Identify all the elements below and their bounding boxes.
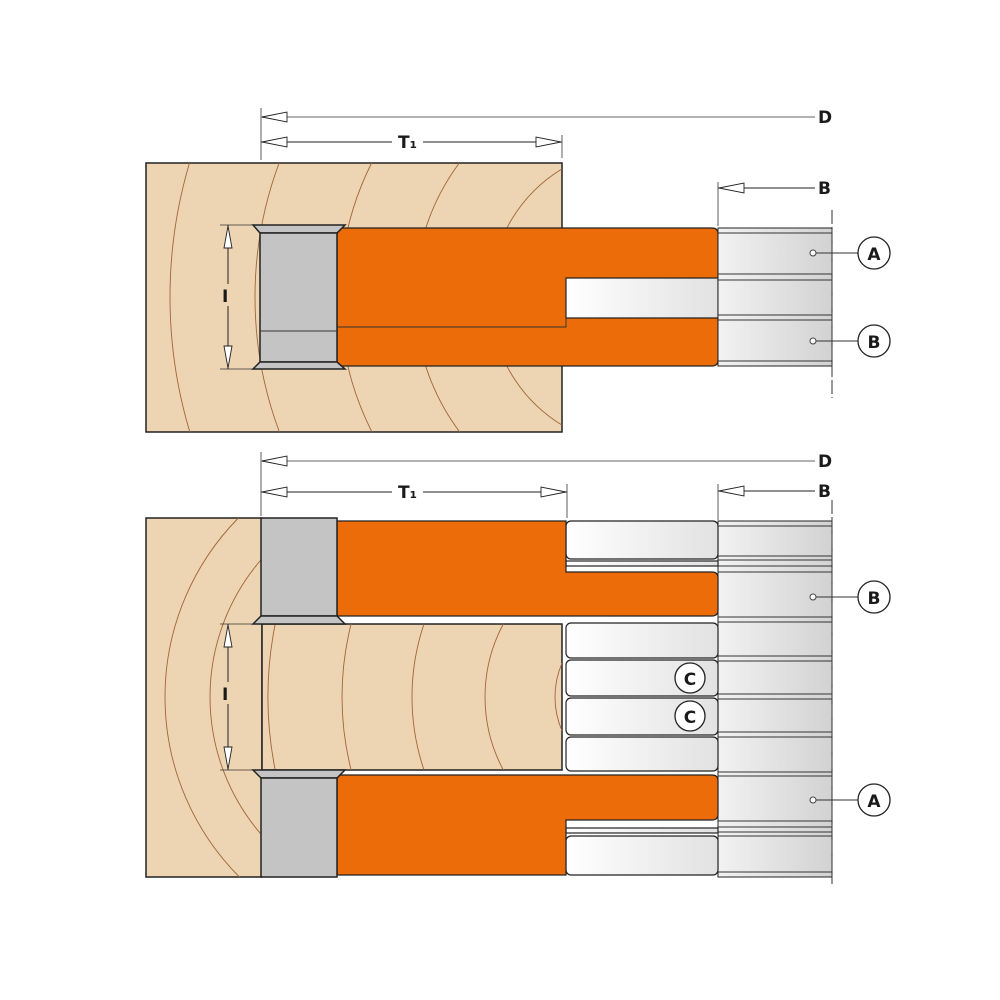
cutter-upper [336, 520, 719, 617]
label-t1: T₁ [398, 483, 417, 503]
label-i: I [222, 685, 228, 705]
callout-c-1: C [674, 662, 706, 694]
arrow-icon [261, 136, 288, 148]
bearing [251, 224, 347, 370]
arrow-icon [718, 182, 745, 194]
top-assembly: D T₁ B I [145, 108, 891, 433]
bearing-lower [251, 769, 347, 878]
label-b: B [818, 179, 831, 199]
cutter-body [336, 227, 719, 367]
arrow-icon [223, 746, 233, 770]
wood-grain [554, 663, 563, 731]
dimension-t1: T₁ [261, 483, 568, 518]
label-t1: T₁ [398, 133, 417, 153]
arrow-icon [223, 624, 233, 648]
arrow-icon [718, 485, 745, 497]
wood-grain [169, 162, 191, 433]
wood-grain [209, 558, 263, 836]
wood-grain [164, 517, 240, 878]
callout-c-2: C [674, 700, 706, 732]
arrow-icon [261, 486, 288, 498]
workpiece-wood [145, 517, 563, 878]
dimension-i: I [220, 623, 262, 771]
arrow-icon [223, 345, 233, 369]
label-i: I [222, 287, 228, 307]
wood-grain [341, 623, 352, 771]
arrow-icon [261, 111, 288, 123]
callout-b: B [809, 580, 891, 614]
dimension-b: B [717, 179, 831, 226]
arrow-icon [540, 486, 567, 498]
callout-label: B [868, 589, 881, 609]
arrow-icon [261, 455, 288, 467]
callout-label: C [684, 670, 696, 690]
callout-label: A [867, 245, 881, 265]
dimension-d: D [260, 108, 832, 160]
callout-b: B [809, 324, 891, 358]
arbor-shaft [717, 520, 833, 878]
bottom-assembly: D T₁ B I [145, 452, 891, 884]
wood-grain [267, 623, 276, 771]
callout-a: A [809, 236, 891, 270]
wood-grain [484, 623, 504, 771]
callout-label: B [868, 333, 881, 353]
cutter-lower [336, 774, 719, 876]
arrow-icon [535, 136, 562, 148]
arrow-icon [223, 225, 233, 249]
bearing-upper [251, 517, 347, 625]
dimension-i: I [220, 224, 256, 370]
label-b: B [818, 482, 831, 502]
dimension-b: B [717, 482, 831, 520]
slot [565, 277, 719, 319]
arbor-shaft [717, 227, 833, 367]
label-d: D [818, 108, 832, 128]
wood-grain [254, 162, 280, 433]
wood-grain [411, 623, 425, 771]
callout-a: A [809, 783, 891, 817]
dimension-d: D [260, 452, 832, 516]
callout-label: C [684, 708, 696, 728]
label-d: D [818, 452, 832, 472]
dimension-t1: T₁ [261, 133, 563, 158]
callout-label: A [867, 792, 881, 812]
